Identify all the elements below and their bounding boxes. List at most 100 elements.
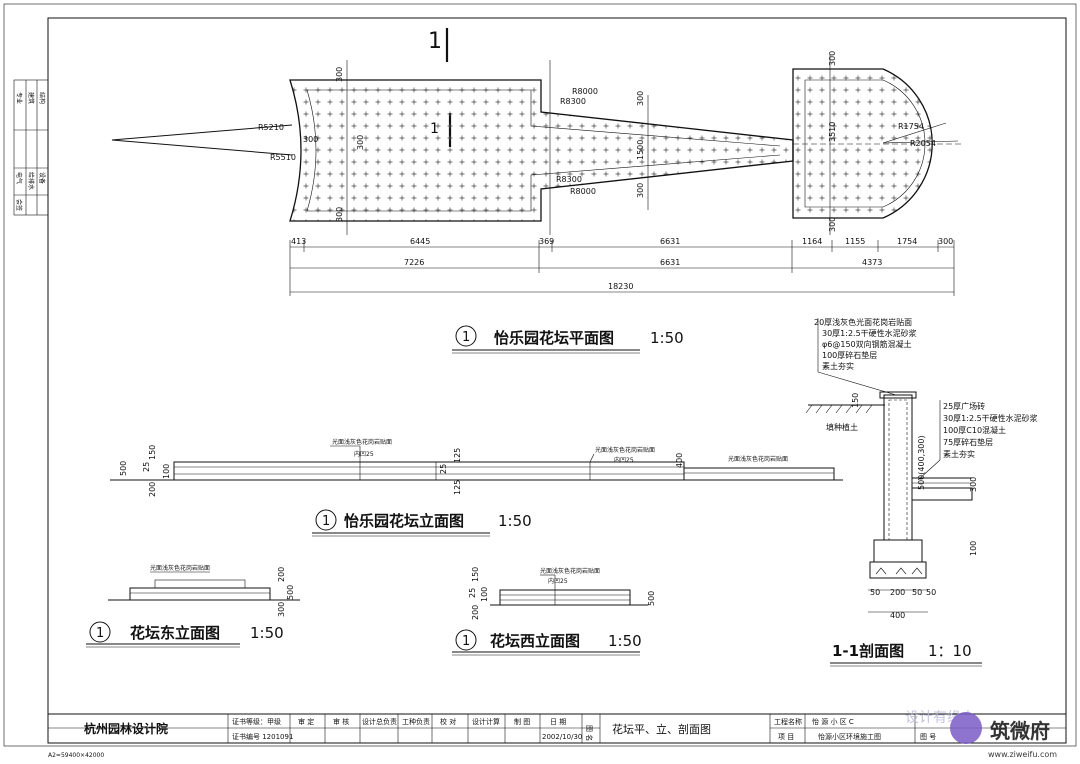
layer-note: 75厚碎石垫层 [943,437,993,447]
dim-label: 300 [828,51,837,66]
section-view: 20厚浅灰色光面花岗岩贴面 30厚1:2.5干硬性水泥砂浆 φ6@150双向钢筋… [805,317,1038,620]
dim-label: 7226 [404,258,424,267]
side-label: 结构 [38,92,46,104]
dim-label: 300 [277,602,286,617]
radius-label: R2054 [910,139,936,148]
signoff-col: 制 图 [514,717,530,726]
layer-note: 100厚碎石垫层 [822,350,877,360]
signoff-col: 审 定 [298,717,314,726]
material-note: 光面浅灰色花岗岩贴面 [540,567,600,575]
drawing-name: 花坛平、立、剖面图 [612,722,711,736]
dim-label: 1754 [897,237,917,246]
dim-label: 300 [938,237,953,246]
title-scale: 1：10 [928,642,972,660]
layer-note: 20厚浅灰色光面花岗岩贴面 [814,317,912,327]
material-note: 内凹25 [548,577,568,585]
signoff-col: 校 对 [440,717,456,726]
layer-note: 素土夯实 [943,449,975,459]
material-note: 光面浅灰色花岗岩贴面 [332,438,392,446]
cert-number: 证书编号 1201091 [232,732,293,741]
signoff-col: 审 核 [333,717,349,726]
dim-label: 125 [453,480,462,495]
dim-label: 300 [636,183,645,198]
dim-label: 150 [471,567,480,582]
side-label: 会签 [15,199,23,211]
east-elevation-title: 1 花坛东立面图 1:50 [86,621,284,648]
layer-note: φ6@150双向钢筋混凝土 [822,339,912,349]
east-elevation: 光面浅灰色花岗岩贴面 200 500 300 [108,564,300,617]
signoff-col: 设计总负责 [362,717,397,726]
date-value: 2002/10/30 [542,733,582,741]
cert-level: 证书等级：甲级 [232,717,281,726]
layer-note: 100厚C10混凝土 [943,425,1006,435]
dim-label: 300 [969,477,978,492]
dim-label: 6445 [410,237,430,246]
dim-label: 300 [303,135,318,144]
dim-label: 4373 [862,258,882,267]
radius-label: R5210 [258,123,284,132]
title-text: 怡乐园花坛立面图 [344,512,464,530]
title-text: 1-1剖面图 [832,642,904,660]
material-note: 光面浅灰色花岗岩贴面 [728,455,788,463]
section-title: 1-1剖面图 1：10 [830,642,982,667]
side-label: 设备 [38,172,46,184]
dim-label: 25 [142,462,151,472]
dim-label: 150 [148,445,157,460]
layer-note: 25厚广场砖 [943,401,985,411]
side-label: 专业 [15,92,23,104]
side-signature-block: 专业 建筑 结构 电气 给排水 设备 会签 [13,79,49,216]
dim-label: 100 [480,587,489,602]
dim-label: 25 [439,464,448,474]
watermark-logo-icon [950,712,982,744]
side-label: 建筑 [27,92,35,104]
material-note: 内凹25 [354,450,374,458]
material-note: 内凹25 [614,456,634,464]
dim-label: 50 [912,588,922,597]
fill-label: 填种植土 [826,422,858,432]
title-text: 怡乐园花坛平面图 [494,329,614,347]
dim-label: 500 [647,591,656,606]
date-label: 日 期 [550,718,566,726]
figure-label: 图 名 [585,725,594,741]
radius-label: R8300 [556,175,582,184]
dim-label: 1500 [636,140,645,160]
dim-label: 50 [870,588,880,597]
dim-label: 1155 [845,237,865,246]
plan-view: 1 1 R5210 R5510 R8000 R8300 R8300 R8000 … [111,28,962,296]
sheet-label: 图 号 [920,733,936,741]
dim-label: 413 [291,237,306,246]
sheet-size: A2=59400×42000 [48,752,104,759]
planter-plan-round-end [792,68,933,219]
dim-label: 100 [162,464,171,479]
title-number: 1 [96,626,104,641]
radius-label: R8300 [560,97,586,106]
dim-label: 6631 [660,258,680,267]
outer-frame [3,3,1077,747]
title-block: 杭州园林设计院 证书等级：甲级 证书编号 1201091 审 定 审 核 设计总… [47,713,1067,744]
title-scale: 1:50 [498,512,532,530]
signoff-col: 工种负责 [402,717,430,726]
watermark: 设计有缘人 筑微府 www.ziweifu.com [905,710,1057,759]
dim-label: 150 [851,393,860,408]
dim-label: 400 [890,611,905,620]
project-name: 怡 源 小 区 C [812,717,854,726]
west-elevation: 光面浅灰色花岗岩贴面 内凹25 150 25 100 200 500 [468,567,656,620]
watermark-brand: 筑微府 [990,719,1050,743]
side-label: 电气 [15,172,23,184]
signoff-col: 设计计算 [472,717,500,726]
dim-label: 200 [148,482,157,497]
dim-label: 200 [471,605,480,620]
front-elevation-title: 1 怡乐园花坛立面图 1:50 [312,509,532,537]
dim-label: 300 [335,207,344,222]
layer-note: 30厚1:2.5干硬性水泥砂浆 [943,413,1038,423]
dim-label: 200 [890,588,905,597]
title-scale: 1:50 [250,624,284,642]
title-number: 1 [322,514,330,529]
dim-label: 369 [539,237,554,246]
title-text: 花坛西立面图 [490,632,580,650]
west-elevation-title: 1 花坛西立面图 1:50 [452,629,642,656]
planter-plan-outline [289,79,794,222]
radius-label: R5510 [270,153,296,162]
section-mark-number: 1 [428,29,442,54]
